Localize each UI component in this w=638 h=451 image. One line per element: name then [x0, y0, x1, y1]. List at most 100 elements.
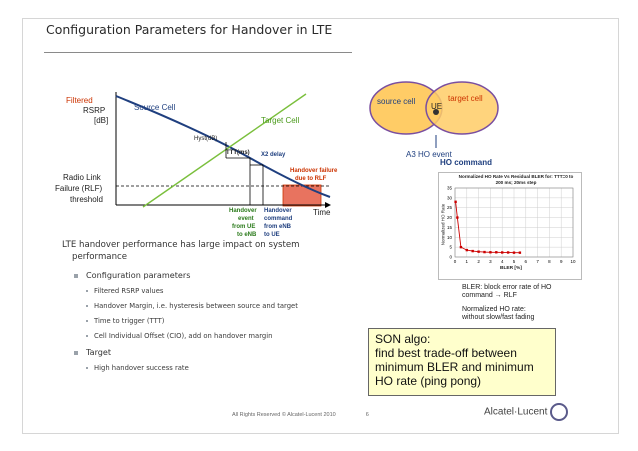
hyst-label: Hyst(dB)	[194, 136, 218, 142]
square-bullet-icon	[74, 350, 78, 355]
dot-bullet-icon	[86, 305, 88, 307]
rlf-label-1: Radio Link	[63, 173, 101, 182]
chart-x-tick-label: 8	[548, 259, 551, 264]
failure-label-2: due to RLF	[295, 176, 327, 182]
chart-title: Normalized HO Rate Vs Residual BLER for:…	[458, 174, 574, 185]
chart-data-point	[465, 248, 468, 252]
chart-plot-area	[454, 187, 574, 258]
dot-bullet-icon	[86, 290, 88, 292]
son-line: find best trade-off between	[375, 346, 517, 360]
cmd-label-2: command	[264, 216, 293, 222]
dot-bullet-icon	[86, 320, 88, 322]
cmd-label-4: to UE	[264, 232, 280, 238]
target-cell-label: Target Cell	[261, 116, 300, 125]
cmd-label-3: from eNB	[264, 224, 292, 230]
config-item: Cell Individual Offset (CIO), add on han…	[86, 332, 362, 340]
config-item: Time to trigger (TTT)	[86, 317, 362, 325]
cmd-label-1: Handover	[264, 208, 292, 214]
rsrp-label-2: RSRP	[83, 106, 106, 115]
title-rule	[44, 52, 352, 53]
config-item-text: Time to trigger (TTT)	[94, 317, 165, 325]
chart-x-tick-label: 7	[536, 259, 539, 264]
dot-bullet-icon	[86, 335, 88, 337]
event-label-1: Handover	[229, 208, 257, 214]
chart-data-point	[518, 251, 522, 254]
son-line: SON algo:	[375, 332, 431, 346]
chart-y-tick-label: 15	[447, 225, 453, 230]
chart-data-point	[477, 250, 480, 253]
square-bullet-icon	[74, 273, 78, 278]
event-label-2: event	[238, 216, 254, 222]
logo-text: Alcatel·Lucent	[484, 406, 548, 418]
target-cell-oval	[425, 81, 499, 135]
bler-note-2: command → RLF	[462, 292, 517, 299]
config-item-text: Handover Margin, i.e. hysteresis between…	[94, 302, 298, 310]
rsrp-label-3: [dB]	[94, 116, 109, 125]
chart-x-tick-label: 5	[513, 259, 516, 264]
chart-y-tick-label: 5	[449, 245, 452, 250]
chart-x-tick-label: 6	[525, 259, 528, 264]
event-label-4: to eNB	[237, 232, 257, 238]
dot-bullet-icon	[86, 367, 88, 369]
config-item-text: Filtered RSRP values	[94, 287, 164, 295]
logo-swirl-icon	[550, 403, 569, 421]
ho-rate-chart	[438, 172, 582, 280]
time-label: Time	[313, 208, 331, 217]
chart-x-tick-label: 9	[560, 259, 563, 264]
page-number: 6	[365, 412, 369, 418]
chart-data-point	[495, 251, 498, 254]
footer-copyright: All Rights Reserved © Alcatel-Lucent 201…	[232, 412, 369, 418]
alcatel-lucent-logo: Alcatel·Lucent	[484, 403, 569, 421]
rlf-label-2: Failure (RLF)	[55, 184, 103, 193]
x2-delay-label: X2 delay	[261, 152, 286, 158]
chart-x-tick-label: 0	[454, 259, 457, 264]
target-bullet: Target	[74, 347, 362, 357]
chart-data-point	[454, 200, 457, 203]
chart-x-tick-label: 2	[477, 259, 480, 264]
chart-y-tick-label: 30	[447, 195, 453, 200]
chart-data-point	[483, 250, 486, 254]
son-line: minimum BLER and minimum	[375, 360, 534, 374]
chart-data-point	[506, 251, 510, 254]
intro-line-2: performance	[72, 252, 128, 262]
config-item: Handover Margin, i.e. hysteresis between…	[86, 302, 362, 310]
rsrp-label-1: Filtered	[66, 96, 93, 105]
config-item: Filtered RSRP values	[86, 287, 362, 295]
ttt-label: TTT(ms)	[226, 150, 250, 156]
ue-text: UE	[431, 102, 443, 111]
target-cell-text: target cell	[448, 94, 483, 103]
chart-x-tick-label: 4	[501, 259, 504, 264]
chart-x-tick-label: 1	[466, 259, 469, 264]
source-cell-text: source cell	[377, 97, 416, 106]
son-callout: SON algo: find best trade-off between mi…	[368, 328, 556, 396]
config-text: Configuration parameters	[86, 270, 191, 280]
chart-y-tick-label: 35	[447, 186, 453, 191]
chart-data-point	[456, 216, 459, 219]
chart-x-tick-label: 10	[570, 259, 576, 264]
bler-note-1: BLER: block error rate of HO	[462, 284, 552, 291]
ue-icon	[433, 109, 439, 115]
rlf-label-3: threshold	[70, 195, 103, 204]
a3-event-label: A3 HO event	[406, 150, 452, 159]
target-item-text: High handover success rate	[94, 364, 189, 372]
config-bullet: Configuration parameters	[74, 270, 362, 280]
chart-y-tick-label: 20	[447, 215, 453, 220]
target-cell-curve	[142, 93, 307, 208]
source-cell-curve	[115, 95, 331, 198]
failure-label-1: Handover failure	[290, 168, 338, 174]
chart-y-tick-label: 0	[449, 255, 452, 260]
bullet-list: LTE handover performance has large impac…	[62, 239, 362, 372]
chart-y-tick-label: 25	[447, 205, 453, 210]
chart-data-point	[459, 245, 463, 249]
son-line: HO rate (ping pong)	[375, 374, 482, 388]
chart-x-tick-label: 3	[489, 259, 492, 264]
chart-y-tick-label: 10	[447, 235, 453, 240]
chart-data-point	[512, 251, 516, 254]
target-text: Target	[86, 347, 112, 357]
chart-xlabel: BLER [%]	[500, 266, 522, 271]
chart-data-point	[489, 251, 492, 254]
chart-data-point	[471, 249, 474, 253]
source-cell-label: Source Cell	[134, 103, 176, 112]
intro-line-1: LTE handover performance has large impac…	[62, 240, 300, 250]
